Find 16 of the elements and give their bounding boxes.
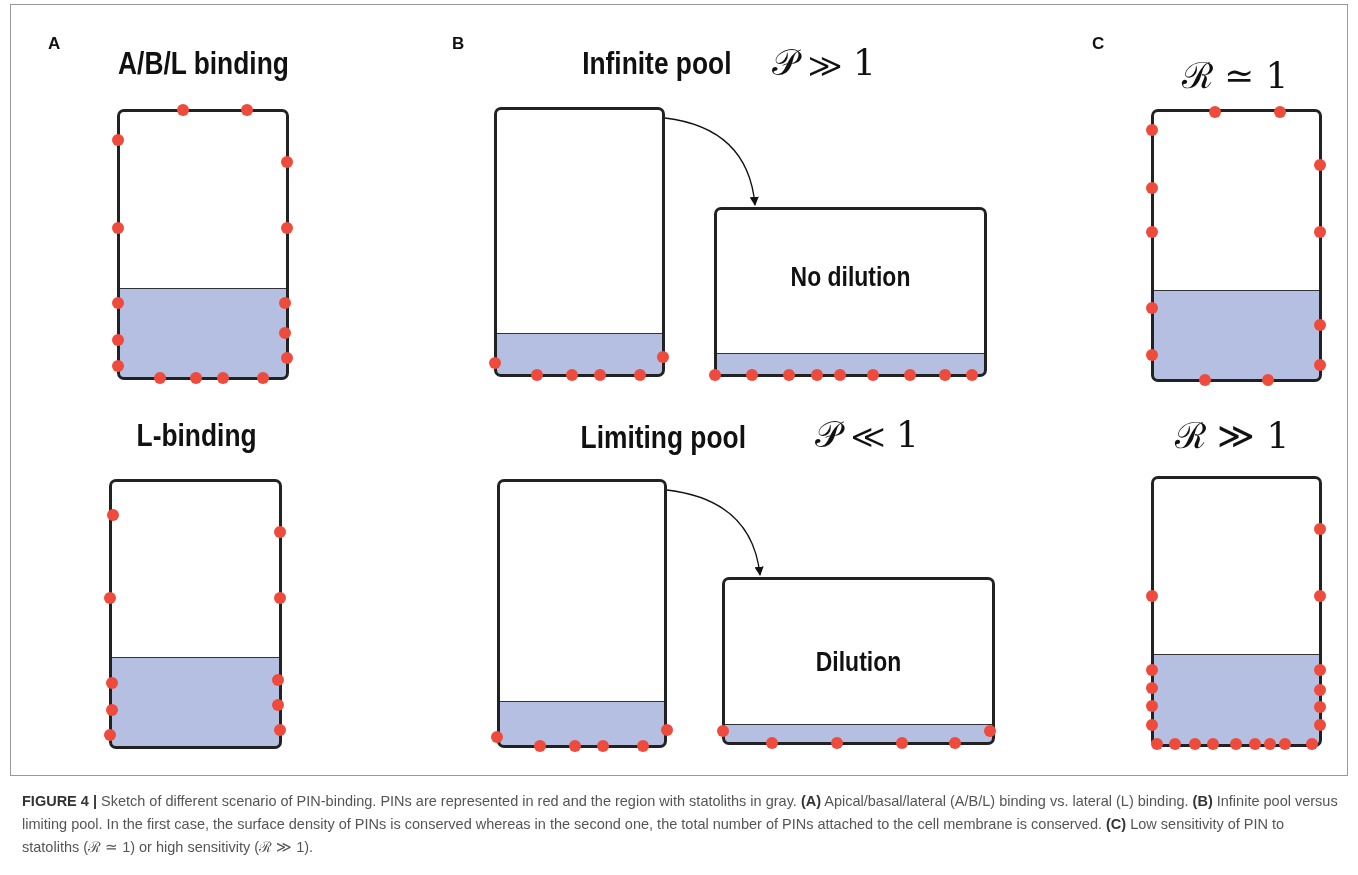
cell-label: Dilution — [814, 647, 903, 678]
math-expression: 𝒫 ≪ 1 — [815, 414, 919, 456]
math-expression: ℛ ≃ 1 — [1181, 54, 1289, 98]
math-expression: ℛ ≫ 1 — [1174, 414, 1290, 458]
figure-caption: FIGURE 4 | Sketch of different scenario of PIN-binding. PINs are represented in red and the region with statoliths in gray. (A) Apical/basal/lateral (A/B/L) binding vs. lateral (L) binding. (B) Infinite pool versus limiting pool. In the first case, the surface density of PINs is conserved whereas in the second one, the total number of PINs attached to the cell membrane is conserved. (C) Low sensitivity of PIN to statoliths (ℛ ≃ 1) or high sensitivity (ℛ ≫ 1). — [22, 792, 1339, 857]
curved-arrow — [664, 117, 759, 206]
panel-letter: B — [452, 34, 465, 54]
curved-arrow — [666, 489, 764, 576]
math-expression: 𝒫 ≫ 1 — [772, 42, 876, 84]
cell-label: No dilution — [789, 262, 912, 293]
panel-heading: L-binding — [136, 418, 257, 454]
panel-letter: C — [1092, 34, 1105, 54]
panel-letter: A — [48, 34, 61, 54]
panel-heading: Limiting pool — [580, 420, 746, 456]
panel-heading: A/B/L binding — [117, 46, 289, 82]
panel-heading: Infinite pool — [582, 46, 732, 82]
